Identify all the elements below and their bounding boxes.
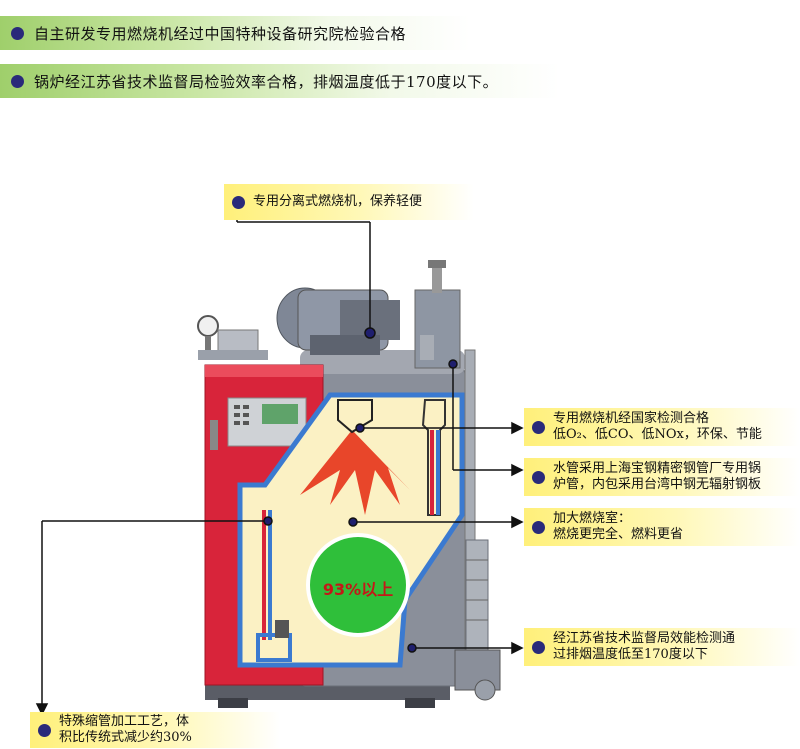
pressure-gauge-icon xyxy=(197,315,219,337)
flame-icon xyxy=(300,430,410,515)
callout-text: 专用燃烧机经国家检测合格 xyxy=(553,411,710,426)
callout-shrink-tube: 特殊缩管加工工艺，体 积比传统式减少约30% xyxy=(30,712,280,748)
efficiency-badge-text: 93%以上 xyxy=(322,580,394,599)
callout-certification: 专用燃烧机经国家检测合格 低O₂、低CO、低NOx，环保、节能 xyxy=(524,408,800,446)
display-screen xyxy=(262,404,298,424)
callout-text: 特殊缩管加工工艺，体 xyxy=(59,714,190,729)
callout-text: 专用分离式燃烧机，保养轻便 xyxy=(253,194,423,209)
callout-burner: 专用分离式燃烧机，保养轻便 xyxy=(224,184,474,220)
callout-chamber: 加大燃烧室： 燃烧更完全、燃料更省 xyxy=(524,508,800,546)
efficiency-badge xyxy=(306,533,410,637)
banner-certification: 自主研发专用燃烧机经过中国特种设备研究院检验合格 xyxy=(0,16,470,50)
callout-text: 炉管，内包采用台湾中钢无辐射钢板 xyxy=(553,477,762,492)
callout-text: 经江苏省技术监督局效能检测通 xyxy=(553,631,736,646)
bullet-dot-icon xyxy=(38,723,51,737)
banner-text: 自主研发专用燃烧机经过中国特种设备研究院检验合格 xyxy=(34,24,407,43)
feed-pump xyxy=(465,539,489,651)
banner-efficiency: 锅炉经江苏省技术监督局检验效率合格，排烟温度低于170度以下。 xyxy=(0,64,560,98)
banner-text: 锅炉经江苏省技术监督局检验效率合格，排烟温度低于170度以下。 xyxy=(34,72,499,91)
bullet-dot-icon xyxy=(532,470,545,484)
bullet-dot-icon xyxy=(532,640,545,654)
bullet-dot-icon xyxy=(532,520,545,534)
bullet-dot-icon xyxy=(11,74,24,88)
callout-text: 低O₂、低CO、低NOx，环保、节能 xyxy=(553,427,762,442)
callout-text: 燃烧更完全、燃料更省 xyxy=(553,527,684,542)
callout-text: 加大燃烧室： xyxy=(553,511,632,526)
callout-text: 水管采用上海宝钢精密钢管厂专用锅 xyxy=(553,461,762,476)
callout-text: 过排烟温度低至170度以下 xyxy=(553,647,708,662)
bullet-dot-icon xyxy=(532,420,545,434)
callout-exhaust: 经江苏省技术监督局效能检测通 过排烟温度低至170度以下 xyxy=(524,628,800,666)
bullet-dot-icon xyxy=(11,26,24,40)
bullet-dot-icon xyxy=(232,195,245,209)
callout-tubes: 水管采用上海宝钢精密钢管厂专用锅 炉管，内包采用台湾中钢无辐射钢板 xyxy=(524,458,800,496)
callout-text: 积比传统式减少约30% xyxy=(59,730,192,745)
